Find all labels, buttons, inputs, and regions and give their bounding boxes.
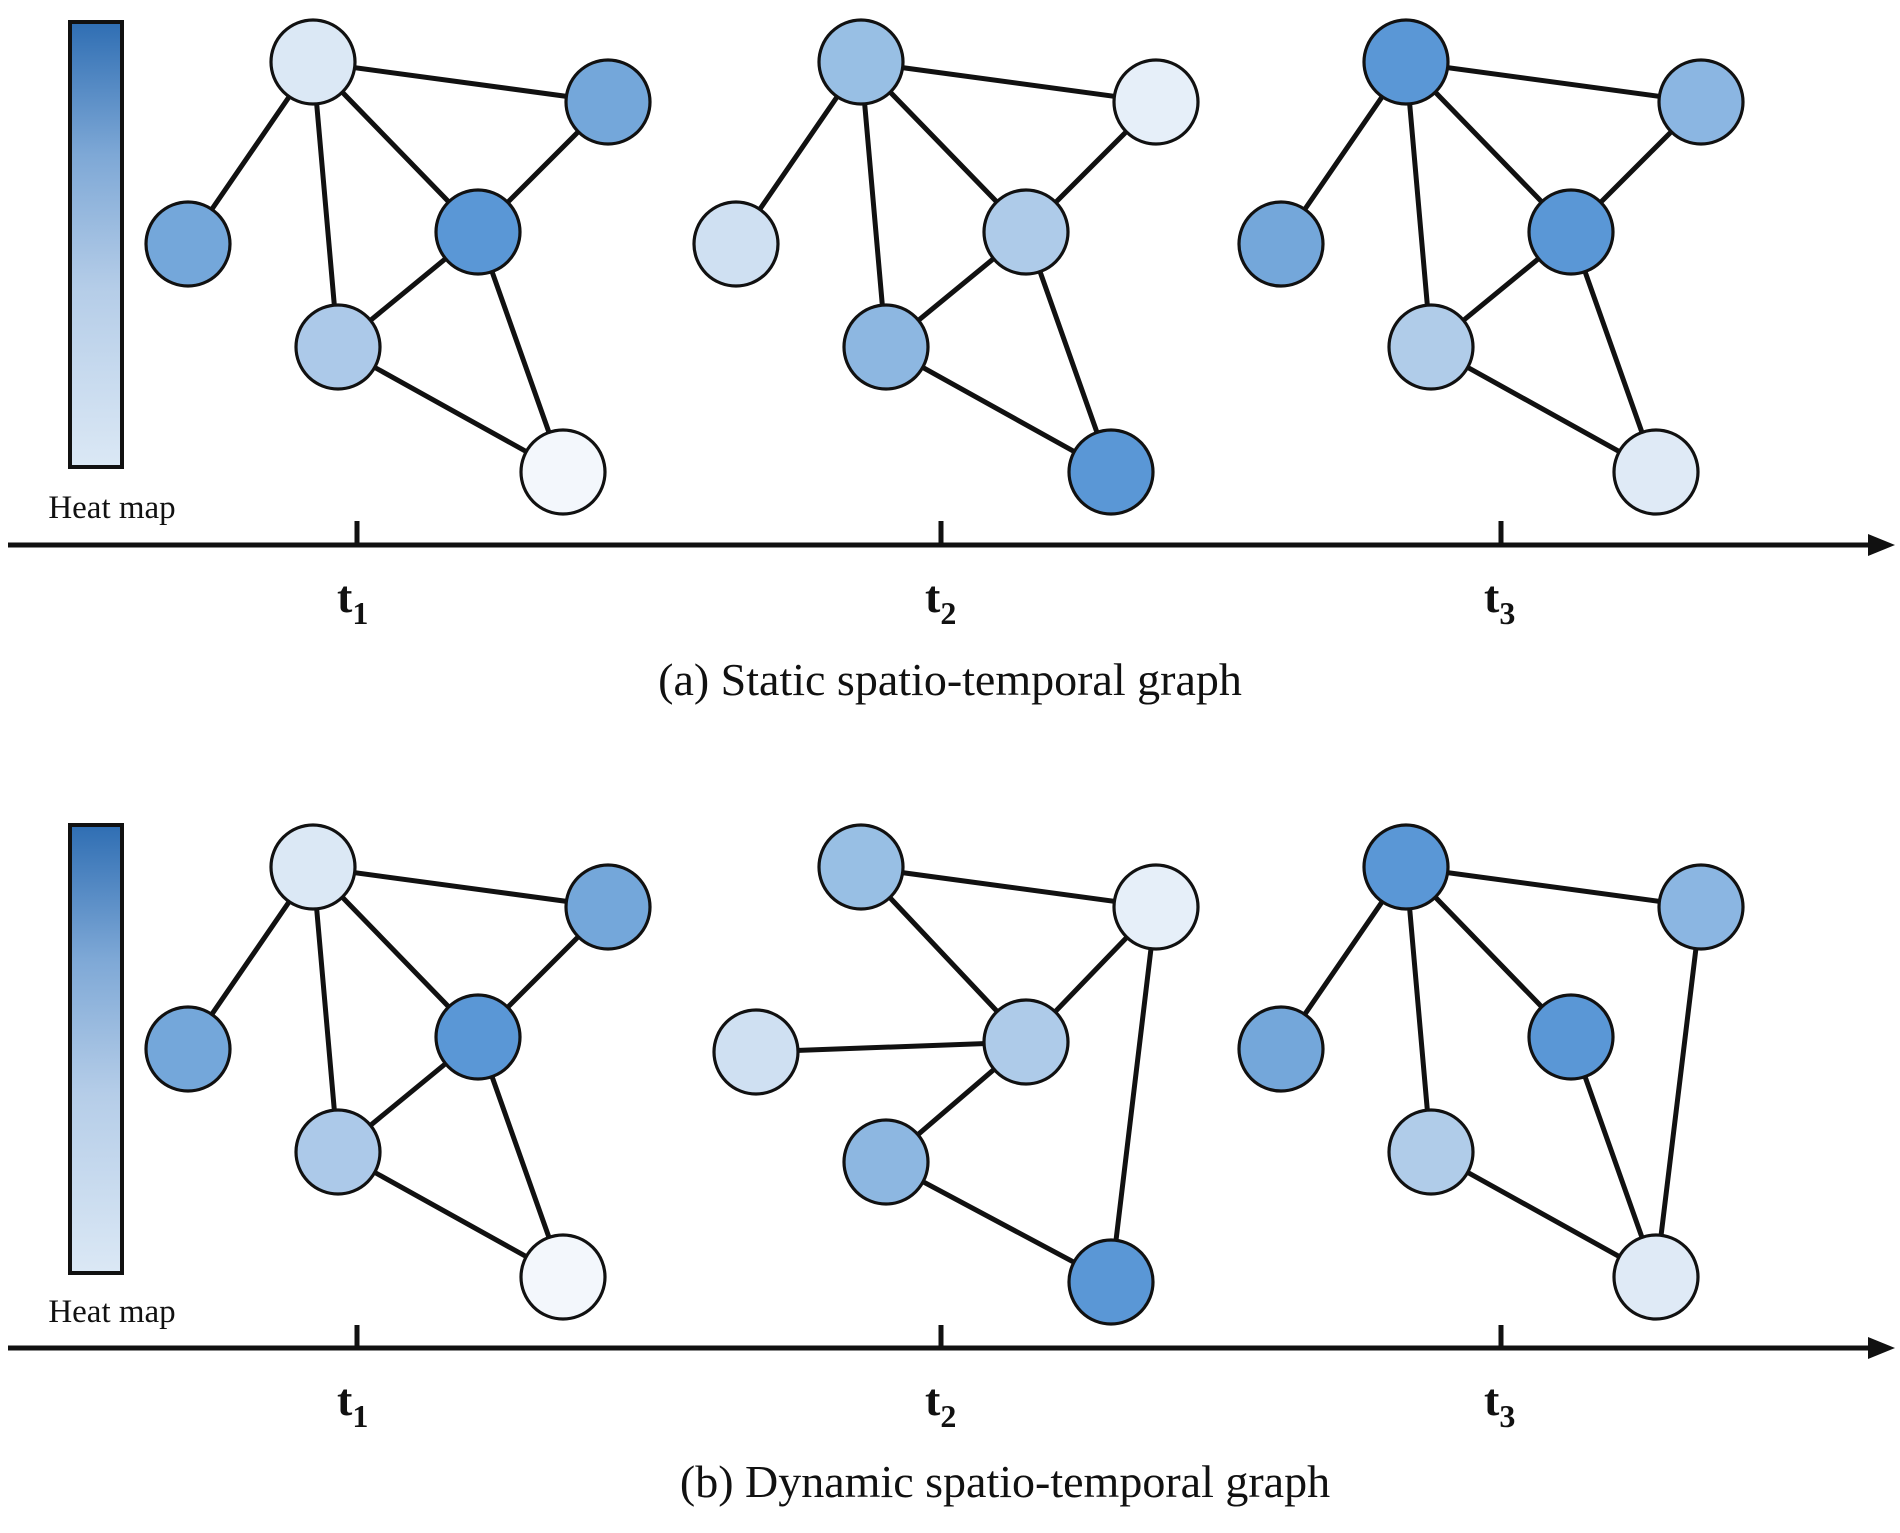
graph-node bbox=[1612, 1233, 1700, 1321]
graph-node bbox=[1067, 1238, 1155, 1326]
graph-node bbox=[1527, 993, 1615, 1081]
graph-edge bbox=[858, 864, 1159, 910]
graph-snapshot-t2 bbox=[712, 823, 1200, 1326]
graph-node bbox=[982, 998, 1070, 1086]
graph-edge bbox=[1403, 59, 1434, 350]
graph-node bbox=[1612, 428, 1700, 516]
tick-label-t1: t1 bbox=[337, 1374, 368, 1434]
tick-label-t1: t1 bbox=[337, 571, 368, 631]
heat-map-legend-label: Heat map bbox=[48, 1294, 175, 1330]
heat-map-legend-label: Heat map bbox=[48, 490, 175, 526]
graph-edge bbox=[310, 59, 611, 105]
graph-edge bbox=[1653, 904, 1704, 1280]
graph-node bbox=[144, 1005, 232, 1093]
graph-edge bbox=[858, 59, 889, 350]
graph-node bbox=[817, 823, 905, 911]
caption-b: (b) Dynamic spatio-temporal graph bbox=[680, 1456, 1330, 1507]
graph-edge bbox=[1108, 904, 1159, 1285]
graph-snapshot-t1 bbox=[144, 823, 652, 1321]
graph-node bbox=[712, 1008, 800, 1096]
tick-label-t3: t3 bbox=[1484, 571, 1515, 631]
graph-snapshot-t2 bbox=[692, 18, 1200, 516]
graph-snapshot-t3 bbox=[1237, 823, 1745, 1321]
graph-node bbox=[294, 1108, 382, 1196]
graph-node bbox=[1237, 200, 1325, 288]
graph-node bbox=[519, 1233, 607, 1321]
tick-label-t3: t3 bbox=[1484, 1374, 1515, 1434]
graph-node bbox=[817, 18, 905, 106]
graph-node bbox=[842, 1118, 930, 1206]
graph-node bbox=[564, 58, 652, 146]
heat-map-legend-bar bbox=[68, 823, 124, 1275]
graph-node bbox=[842, 303, 930, 391]
graph-node bbox=[144, 200, 232, 288]
graph-snapshot-t1 bbox=[144, 18, 652, 516]
graph-edge bbox=[858, 59, 1159, 105]
graph-node bbox=[434, 188, 522, 276]
graph-node bbox=[1387, 1108, 1475, 1196]
graph-edge bbox=[753, 1039, 1029, 1055]
graph-node bbox=[1657, 863, 1745, 951]
caption-a: (a) Static spatio-temporal graph bbox=[658, 654, 1242, 705]
graph-edge bbox=[1403, 864, 1704, 910]
graph-node bbox=[1112, 58, 1200, 146]
graph-node bbox=[1527, 188, 1615, 276]
time-axis-arrowhead bbox=[1868, 534, 1895, 556]
graph-edge bbox=[310, 59, 341, 350]
graph-layer bbox=[144, 18, 1745, 516]
graph-edge bbox=[1403, 59, 1704, 105]
graph-node bbox=[1387, 303, 1475, 391]
graph-node bbox=[1362, 18, 1450, 106]
graph-node bbox=[1237, 1005, 1325, 1093]
graph-node bbox=[269, 18, 357, 106]
graph-node bbox=[269, 823, 357, 911]
tick-label-t2: t2 bbox=[925, 571, 956, 631]
graph-node bbox=[564, 863, 652, 951]
graph-node bbox=[1657, 58, 1745, 146]
graph-node bbox=[294, 303, 382, 391]
graph-edge bbox=[310, 864, 611, 910]
graph-node bbox=[434, 993, 522, 1081]
graph-node bbox=[1067, 428, 1155, 516]
graph-edge bbox=[1403, 864, 1434, 1155]
graph-snapshot-t3 bbox=[1237, 18, 1745, 516]
graph-node bbox=[1362, 823, 1450, 911]
panel-a: Heat map t1 t2 t3 (a) Static spatio-temp… bbox=[8, 18, 1895, 705]
panel-b: Heat map t1 t2 t3 (b) Dynamic spatio-tem… bbox=[8, 823, 1895, 1507]
graph-node bbox=[519, 428, 607, 516]
graph-layer bbox=[144, 823, 1745, 1326]
graph-node bbox=[982, 188, 1070, 276]
graph-edge bbox=[310, 864, 341, 1155]
heat-map-legend-bar bbox=[68, 20, 124, 469]
time-axis-arrowhead bbox=[1868, 1337, 1895, 1359]
graph-node bbox=[1112, 863, 1200, 951]
tick-label-t2: t2 bbox=[925, 1374, 956, 1434]
graph-node bbox=[692, 200, 780, 288]
